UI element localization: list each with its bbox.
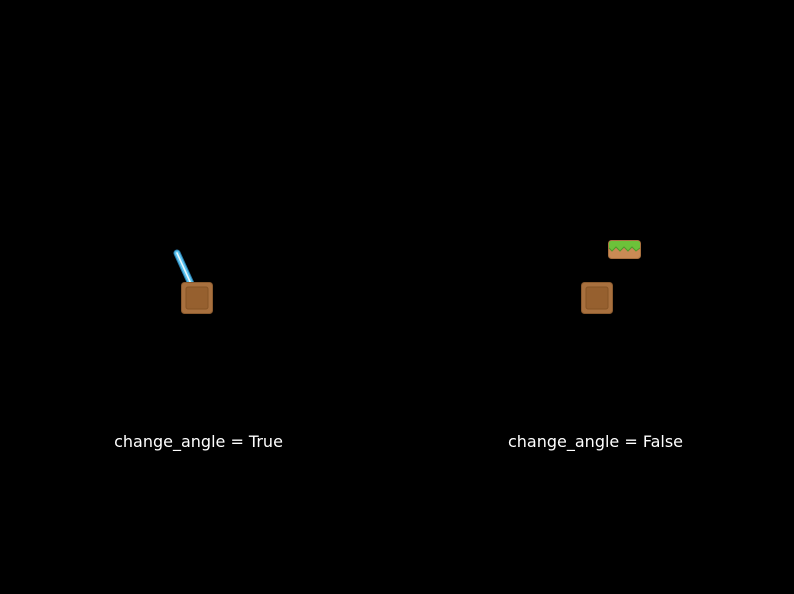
caption-change-angle-true: change_angle = True <box>114 432 283 451</box>
panel-change-angle-false: change_angle = False <box>397 0 794 594</box>
panel-change-angle-true: change_angle = True <box>114 249 283 451</box>
caption-change-angle-false: change_angle = False <box>507 432 683 451</box>
grass-block-icon <box>608 240 641 259</box>
crate-icon <box>181 282 213 314</box>
crate-icon <box>581 282 613 314</box>
